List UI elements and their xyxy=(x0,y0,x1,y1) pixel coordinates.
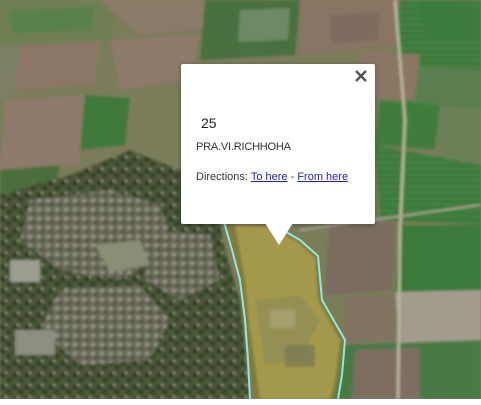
map-info-window: 25 PRA.VI.RICHHOHA Directions: To here -… xyxy=(181,64,375,245)
directions-line: Directions: To here - From here xyxy=(196,170,368,184)
place-name: PRA.VI.RICHHOHA xyxy=(196,141,291,153)
info-window-pointer xyxy=(265,223,293,245)
boundary-line-west xyxy=(223,221,251,399)
close-button[interactable] xyxy=(353,68,369,84)
close-icon[interactable] xyxy=(353,68,369,84)
to-here-link[interactable]: To here xyxy=(250,171,288,183)
directions-separator: - xyxy=(290,171,295,183)
directions-label: Directions: xyxy=(196,171,248,183)
boundary-line-east xyxy=(271,223,347,399)
marker-id: 25 xyxy=(201,115,217,131)
from-here-link[interactable]: From here xyxy=(297,171,349,183)
